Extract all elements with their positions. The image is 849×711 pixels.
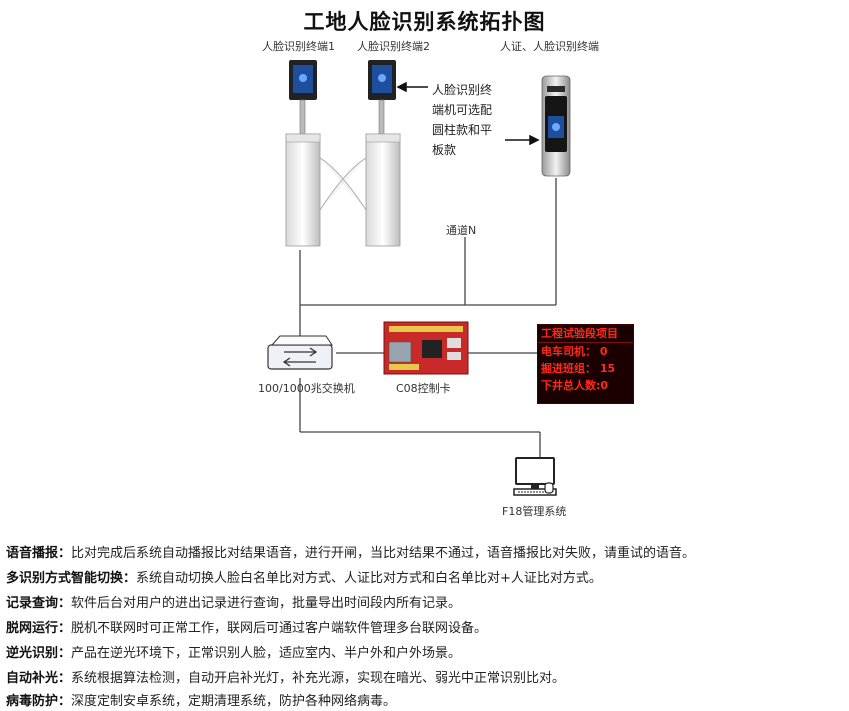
feature-name: 病毒防护：	[6, 694, 72, 709]
feature-name: 多识别方式智能切换：	[6, 571, 137, 586]
connection-lines	[299, 178, 557, 458]
id-terminal-label: 人证、人脸识别终端	[500, 40, 599, 53]
feature-item: 逆光识别：产品在逆光环境下，正常识别人脸，适应室内、半户外和户外场景。	[6, 642, 461, 661]
feature-item: 脱网运行：脱机不联网时可正常工作，联网后可通过客户端软件管理多台联网设备。	[6, 617, 487, 636]
computer-icon	[513, 457, 557, 496]
led-header: 工程试验段项目	[538, 325, 633, 343]
feature-text: 系统根据算法检测，自动开启补光灯，补充光源，实现在暗光、弱光中正常识别比对。	[71, 671, 566, 686]
face-terminal-1-icon	[289, 60, 317, 137]
feature-name: 逆光识别：	[6, 646, 72, 661]
terminal2-label: 人脸识别终端2	[357, 40, 430, 53]
feature-text: 深度定制安卓系统，定期清理系统，防护各种网络病毒。	[71, 694, 397, 709]
management-label: F18管理系统	[502, 505, 567, 518]
terminal1-label: 人脸识别终端1	[262, 40, 335, 53]
feature-name: 记录查询：	[6, 596, 72, 611]
feature-text: 系统自动切换人脸白名单比对方式、人证比对方式和白名单比对+人证比对方式。	[136, 571, 602, 586]
topology-graphic	[267, 60, 571, 496]
feature-text: 产品在逆光环境下，正常识别人脸，适应室内、半户外和户外场景。	[71, 646, 462, 661]
note-line: 板款	[432, 143, 457, 157]
feature-item: 语音播报：比对完成后系统自动播报比对结果语音，进行开闸，当比对结果不通过，语音播…	[6, 542, 695, 561]
switch-label: 100/1000兆交换机	[258, 382, 355, 395]
feature-name: 脱网运行：	[6, 621, 72, 636]
arrow-icons	[396, 81, 540, 146]
terminal-option-note: 人脸识别终 端机可选配 圆柱款和平 板款	[432, 80, 514, 160]
controller-card-icon	[383, 321, 469, 375]
feature-name: 语音播报：	[6, 546, 72, 561]
feature-item: 多识别方式智能切换：系统自动切换人脸白名单比对方式、人证比对方式和白名单比对+人…	[6, 567, 602, 586]
feature-text: 软件后台对用户的进出记录进行查询，批量导出时间段内所有记录。	[71, 596, 462, 611]
network-switch-icon	[267, 335, 333, 370]
diagram-title: 工地人脸识别系统拓扑图	[303, 10, 546, 34]
note-line: 端机可选配	[432, 103, 493, 117]
column-terminal-icon	[541, 75, 571, 177]
feature-name: 自动补光：	[6, 671, 72, 686]
led-display-board: 工程试验段项目 电车司机： 0 掘进班组： 15 下井总人数:0	[537, 324, 634, 404]
feature-item: 自动补光：系统根据算法检测，自动开启补光灯，补充光源，实现在暗光、弱光中正常识别…	[6, 667, 565, 686]
feature-text: 比对完成后系统自动播报比对结果语音，进行开闸，当比对结果不通过，语音播报比对失败…	[71, 546, 696, 561]
note-line: 圆柱款和平	[432, 123, 493, 137]
led-line: 下井总人数:0	[541, 379, 609, 392]
face-terminal-2-icon	[368, 60, 396, 137]
feature-item: 病毒防护：深度定制安卓系统，定期清理系统，防护各种网络病毒。	[6, 690, 396, 709]
turnstile-gate-icon	[285, 133, 401, 247]
led-line: 掘进班组： 15	[541, 362, 616, 375]
led-line: 电车司机： 0	[541, 345, 608, 358]
feature-item: 记录查询：软件后台对用户的进出记录进行查询，批量导出时间段内所有记录。	[6, 592, 461, 611]
feature-text: 脱机不联网时可正常工作，联网后可通过客户端软件管理多台联网设备。	[71, 621, 488, 636]
channel-label: 通道N	[446, 224, 477, 237]
controller-label: C08控制卡	[396, 382, 451, 395]
note-line: 人脸识别终	[432, 83, 493, 97]
